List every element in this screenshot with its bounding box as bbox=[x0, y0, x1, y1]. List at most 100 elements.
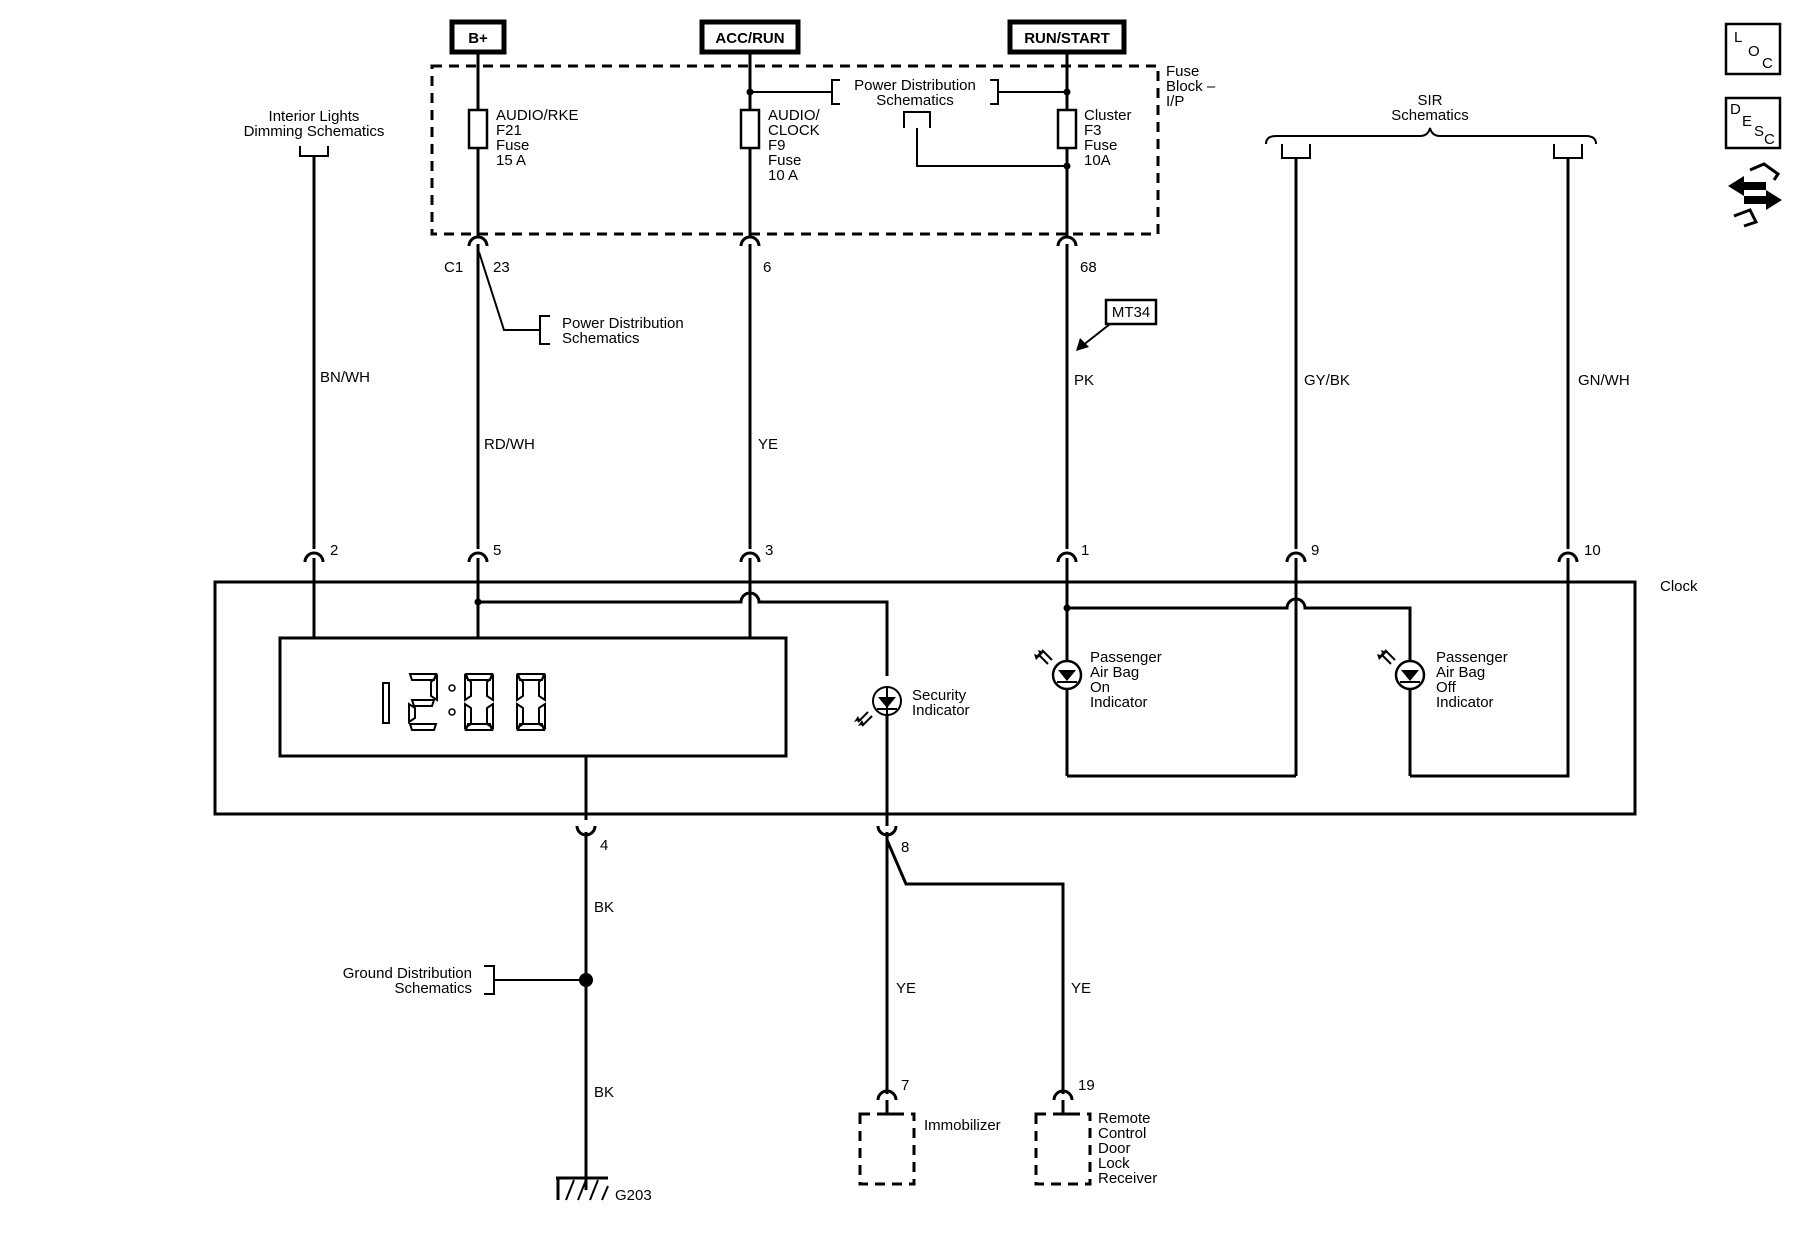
location-icon-letter: L bbox=[1734, 29, 1742, 46]
ground-distribution-ref[interactable]: Ground Distribution Schematics bbox=[343, 965, 586, 997]
ground-distribution-ref-line: Schematics bbox=[394, 980, 472, 997]
connector-pin-cap bbox=[876, 1089, 898, 1101]
wire-ye-rcdlr bbox=[885, 839, 1065, 1094]
navigation-arrows-icon[interactable] bbox=[1728, 162, 1782, 228]
connector-pin-cap bbox=[467, 551, 489, 563]
connector-pin-cap bbox=[1052, 1089, 1074, 1101]
fuse-f3-symbol[interactable] bbox=[1056, 108, 1078, 150]
power-source-bplus-label: B+ bbox=[468, 30, 488, 47]
air-bag-off-label: Off bbox=[1436, 679, 1457, 696]
ground-g203-label: G203 bbox=[615, 1187, 652, 1204]
pin-9-label: 9 bbox=[1311, 542, 1319, 559]
wire-internal-off-return bbox=[1410, 558, 1570, 778]
connector-pin-cap bbox=[1285, 551, 1307, 563]
fuse-f9-label-line: AUDIO/ bbox=[768, 107, 821, 124]
wire-label-ye-top: YE bbox=[758, 436, 778, 453]
mt34-callout[interactable]: MT34 bbox=[1076, 298, 1158, 351]
power-distribution-ref-top-line: Schematics bbox=[876, 92, 954, 109]
wire-label-bnwh: BN/WH bbox=[320, 369, 370, 386]
security-indicator[interactable]: Security Indicator bbox=[854, 686, 970, 727]
interior-lights-ref-line: Dimming Schematics bbox=[244, 123, 385, 140]
air-bag-off-label: Passenger bbox=[1436, 649, 1508, 666]
rcdlr-label-line: Receiver bbox=[1098, 1170, 1157, 1187]
air-bag-on-indicator[interactable]: Passenger Air Bag On Indicator bbox=[1034, 649, 1162, 711]
power-source-accrun[interactable]: ACC/RUN bbox=[699, 19, 801, 55]
ground-distribution-ref-line: Ground Distribution bbox=[343, 965, 472, 982]
sir-ref-line: SIR bbox=[1417, 92, 1442, 109]
fuse-f21-label-line: AUDIO/RKE bbox=[496, 107, 579, 124]
location-icon-letter: O bbox=[1748, 43, 1760, 60]
pin-5-label: 5 bbox=[493, 542, 501, 559]
clock-module[interactable] bbox=[213, 580, 1637, 816]
pin-7-label: 7 bbox=[901, 1077, 909, 1094]
fuse-f21-label: AUDIO/RKE F21 Fuse 15 A bbox=[496, 107, 579, 169]
connector-pin-cap bbox=[739, 551, 761, 563]
fuse-f3-label-line: F3 bbox=[1084, 122, 1102, 139]
location-icon-letter: C bbox=[1762, 55, 1773, 72]
interior-lights-ref[interactable]: Interior Lights Dimming Schematics bbox=[244, 108, 385, 157]
pin-10-label: 10 bbox=[1584, 542, 1601, 559]
fuse-block-label-line2: Block – bbox=[1166, 78, 1216, 95]
power-distribution-ref-mid[interactable]: Power Distribution Schematics bbox=[478, 251, 684, 347]
air-bag-on-label: Indicator bbox=[1090, 694, 1148, 711]
pin-2-label: 2 bbox=[330, 542, 338, 559]
description-icon[interactable]: D E S C bbox=[1724, 96, 1782, 150]
wire-label-ye-rcdlr: YE bbox=[1071, 980, 1091, 997]
fuse-f9-label-line: CLOCK bbox=[768, 122, 820, 139]
air-bag-off-label: Air Bag bbox=[1436, 664, 1485, 681]
pin-19-label: 19 bbox=[1078, 1077, 1095, 1094]
connector-pin-cap bbox=[303, 551, 325, 563]
wire-label-ye-immobilizer: YE bbox=[896, 980, 916, 997]
fuse-f3-label-line: Fuse bbox=[1084, 137, 1117, 154]
air-bag-off-label: Indicator bbox=[1436, 694, 1494, 711]
mt34-label: MT34 bbox=[1112, 304, 1150, 321]
clock-display bbox=[278, 636, 788, 758]
fuse-f9-label: AUDIO/ CLOCK F9 Fuse 10 A bbox=[768, 107, 821, 184]
rcdlr-label-line: Control bbox=[1098, 1125, 1146, 1142]
description-icon-letter: E bbox=[1742, 113, 1752, 130]
fuse-f21-label-line: 15 A bbox=[496, 152, 526, 169]
fuse-f3-label: Cluster F3 Fuse 10A bbox=[1084, 107, 1132, 169]
fuse-f9-label-line: 10 A bbox=[768, 167, 798, 184]
fuse-f21-label-line: F21 bbox=[496, 122, 522, 139]
rcdlr-label-line: Door bbox=[1098, 1140, 1131, 1157]
clock-display-digits bbox=[382, 673, 546, 731]
clock-top-pins: 2 5 3 1 9 10 bbox=[303, 542, 1601, 563]
location-icon[interactable]: L O C bbox=[1724, 22, 1782, 76]
clock-module-label: Clock bbox=[1660, 578, 1698, 595]
air-bag-off-indicator[interactable]: Passenger Air Bag Off Indicator bbox=[1377, 649, 1508, 711]
sir-ref[interactable]: SIR Schematics bbox=[1265, 92, 1597, 159]
connector-c1: C1 23 6 68 bbox=[444, 235, 1097, 276]
description-icon-letter: S bbox=[1754, 123, 1764, 140]
wire-label-gnwh: GN/WH bbox=[1578, 372, 1630, 389]
rcdlr-label-line: Lock bbox=[1098, 1155, 1130, 1172]
wire-label-gybk: GY/BK bbox=[1304, 372, 1350, 389]
rcdlr-label-line: Remote bbox=[1098, 1110, 1151, 1127]
air-bag-on-label: On bbox=[1090, 679, 1110, 696]
rcdlr-module[interactable] bbox=[1034, 1112, 1092, 1186]
rcdlr-label: Remote Control Door Lock Receiver bbox=[1098, 1110, 1157, 1187]
pin-3-label: 3 bbox=[765, 542, 773, 559]
power-source-runstart[interactable]: RUN/START bbox=[1007, 19, 1127, 55]
interior-lights-ref-line: Interior Lights bbox=[269, 108, 360, 125]
fuse-f9-symbol[interactable] bbox=[739, 108, 761, 150]
connector-pin-cap bbox=[739, 235, 761, 247]
fuse-block-label-line3: I/P bbox=[1166, 93, 1184, 110]
power-distribution-ref-top[interactable]: Power Distribution Schematics bbox=[746, 77, 1071, 170]
description-icon-letter: D bbox=[1730, 101, 1741, 118]
pin-1-label: 1 bbox=[1081, 542, 1089, 559]
wire-label-rdwh: RD/WH bbox=[484, 436, 535, 453]
power-distribution-ref-top-line: Power Distribution bbox=[854, 77, 976, 94]
immobilizer-module[interactable] bbox=[858, 1112, 916, 1186]
pin-68-label: 68 bbox=[1080, 259, 1097, 276]
fuse-f21-symbol[interactable] bbox=[467, 108, 489, 150]
pin-4-label: 4 bbox=[600, 837, 608, 854]
sir-ref-line: Schematics bbox=[1391, 107, 1469, 124]
wire-internal-security-feed bbox=[478, 591, 889, 676]
power-distribution-ref-mid-line: Power Distribution bbox=[562, 315, 684, 332]
fuse-block-label-line1: Fuse bbox=[1166, 63, 1199, 80]
security-indicator-label: Security bbox=[912, 687, 967, 704]
power-distribution-ref-mid-line: Schematics bbox=[562, 330, 640, 347]
fuse-f9-label-line: Fuse bbox=[768, 152, 801, 169]
power-source-bplus[interactable]: B+ bbox=[449, 19, 507, 55]
